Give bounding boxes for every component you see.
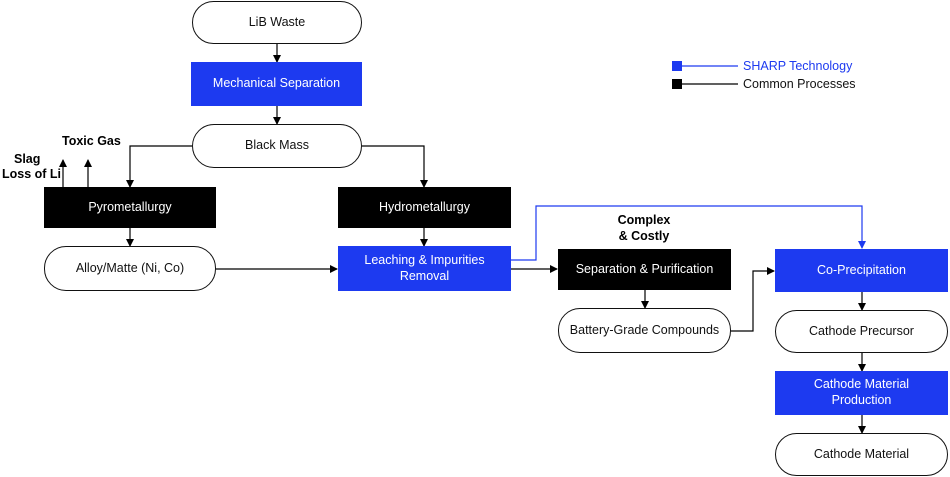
complex-costly-annotation: Complex & Costly	[600, 213, 688, 244]
leaching-label-line1: Leaching & Impurities	[364, 252, 485, 267]
alloy-matte-node: Alloy/Matte (Ni, Co)	[44, 246, 216, 291]
battery-grade-label: Battery-Grade Compounds	[569, 322, 720, 337]
alloy-matte-label: Alloy/Matte (Ni, Co)	[75, 260, 185, 275]
cathode-material-label: Cathode Material	[813, 446, 910, 461]
lib-waste-label: LiB Waste	[248, 14, 306, 29]
toxic-gas-annotation: Toxic Gas	[62, 134, 121, 148]
cathode-precursor-node: Cathode Precursor	[775, 310, 948, 353]
mechanical-separation-label: Mechanical Separation	[212, 76, 341, 91]
arrow-blackmass-to-pyro	[126, 145, 192, 188]
co-precipitation-node: Co-Precipitation	[775, 249, 948, 292]
black-mass-node: Black Mass	[192, 124, 362, 168]
lib-waste-node: LiB Waste	[192, 1, 362, 44]
hydrometallurgy-label: Hydrometallurgy	[378, 199, 470, 214]
leaching-node: Leaching & Impurities Removal	[338, 246, 511, 291]
slag-annotation: Slag	[14, 152, 41, 166]
hydrometallurgy-node: Hydrometallurgy	[338, 187, 511, 228]
cathode-material-node: Cathode Material	[775, 433, 948, 476]
legend-sharp-swatch	[672, 61, 682, 71]
pyrometallurgy-label: Pyrometallurgy	[88, 199, 172, 214]
black-mass-label: Black Mass	[245, 138, 309, 153]
cathode-production-node: Cathode Material Production	[775, 371, 948, 415]
separation-purification-label: Separation & Purification	[575, 261, 714, 276]
cathode-production-label-line2: Production	[831, 393, 892, 407]
cathode-production-label-line1: Cathode Material	[813, 377, 910, 392]
cathode-precursor-label: Cathode Precursor	[809, 323, 914, 338]
complex-annotation-line1: Complex	[617, 213, 671, 227]
separation-purification-node: Separation & Purification	[558, 249, 731, 290]
legend-sharp-label: SHARP Technology	[743, 59, 853, 73]
pyrometallurgy-node: Pyrometallurgy	[44, 187, 216, 228]
complex-annotation-line2: & Costly	[618, 228, 670, 243]
co-precipitation-label: Co-Precipitation	[817, 262, 906, 277]
mechanical-separation-node: Mechanical Separation	[191, 62, 362, 106]
arrow-leaching-to-coprecip-sharp	[511, 205, 866, 261]
battery-grade-node: Battery-Grade Compounds	[558, 308, 731, 353]
arrow-blackmass-to-hydro	[362, 145, 428, 188]
leaching-label-line2: Removal	[399, 268, 450, 283]
legend-common-swatch	[672, 79, 682, 89]
arrow-battery-to-coprecip	[731, 267, 775, 332]
legend-common-label: Common Processes	[743, 77, 856, 91]
loss-of-li-annotation: Loss of Li	[2, 167, 62, 181]
